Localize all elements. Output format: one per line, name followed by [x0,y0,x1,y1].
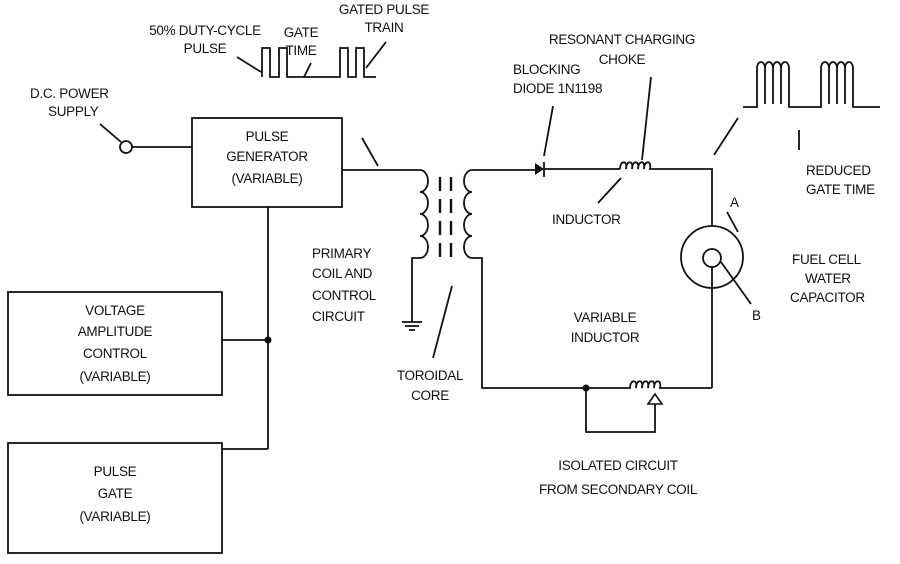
fuel-cell-inner-electrode-icon [703,249,721,267]
inductor-pointer [598,178,621,203]
terminal-b-label: B [752,308,761,323]
isolated-circuit-label: ISOLATED CIRCUIT [558,458,678,473]
supply-pointer [100,124,121,142]
inductor-icon [620,162,712,226]
terminal-b-pointer [721,262,751,304]
pulse-generator-label: (VARIABLE) [231,171,302,186]
primary-coil-label: CIRCUIT [312,309,365,324]
fuel-cell-label: WATER [805,271,851,286]
duty-cycle-label: PULSE [184,41,227,56]
terminal-icon [120,141,132,153]
pulse-gate-label: GATE [98,486,133,501]
duty-cycle-label: 50% DUTY-CYCLE [149,23,261,38]
gated-pulse-train-label: TRAIN [364,20,403,35]
isolated-loop [586,388,655,432]
duty-cycle-pointer [237,57,261,72]
primary-coil-label: COIL AND [312,266,373,281]
pulse-generator-label: PULSE [246,129,289,144]
adjust-arrow-icon [648,394,662,404]
reduced-gate-time-label: REDUCED [806,163,871,178]
toroidal-core-icon [440,177,451,258]
voltage-control-label: AMPLITUDE [78,324,153,339]
secondary-coil-icon [464,170,586,388]
gate-time-label: GATE [284,25,319,40]
diode-icon [535,162,544,177]
pulse-gate-label: PULSE [94,464,137,479]
blocking-diode-label: BLOCKING [513,62,580,77]
isolated-circuit-label: FROM SECONDARY COIL [539,482,698,497]
fuel-cell-label: FUEL CELL [792,252,862,267]
voltage-control-label: CONTROL [83,346,148,361]
choke-pointer [642,77,651,160]
toroidal-core-label: CORE [411,388,449,403]
primary-coil-label: PRIMARY [312,246,371,261]
toroidal-core-label: TOROIDAL [397,368,464,383]
output-pointer [714,118,738,155]
pulse-train-pointer [366,42,386,68]
waveform-pointer [362,138,378,166]
core-pointer [433,286,452,358]
fuel-cell-label: CAPACITOR [790,290,865,305]
resonant-choke-label: RESONANT CHARGING [549,32,695,47]
dc-power-supply-label: SUPPLY [48,104,99,119]
variable-inductor-label: INDUCTOR [571,330,640,345]
primary-coil-label: CONTROL [312,288,377,303]
pulse-gate-label: (VARIABLE) [79,509,150,524]
ground-icon [402,322,422,330]
voltage-control-label: VOLTAGE [85,303,145,318]
pulse-generator-label: GENERATOR [226,149,308,164]
gate-time-label: TIME [285,43,316,58]
voltage-control-label: (VARIABLE) [79,369,150,384]
terminal-a-pointer [727,212,738,232]
terminal-a-label: A [730,195,739,210]
output-waveform [743,62,880,107]
reduced-gate-time-label: GATE TIME [806,182,875,197]
inductor-label: INDUCTOR [552,212,621,227]
blocking-diode-label: DIODE 1N1198 [513,81,602,96]
gated-pulse-train-label: GATED PULSE [339,2,430,17]
variable-inductor-label: VARIABLE [574,310,637,325]
diode-pointer [544,106,553,156]
primary-coil-icon [412,170,428,322]
dc-power-supply-label: D.C. POWER [30,86,109,101]
variable-inductor-icon [586,381,712,388]
gate-time-pointer [304,63,311,77]
resonant-choke-label: CHOKE [599,52,646,67]
gated-pulse-waveform [262,48,376,77]
